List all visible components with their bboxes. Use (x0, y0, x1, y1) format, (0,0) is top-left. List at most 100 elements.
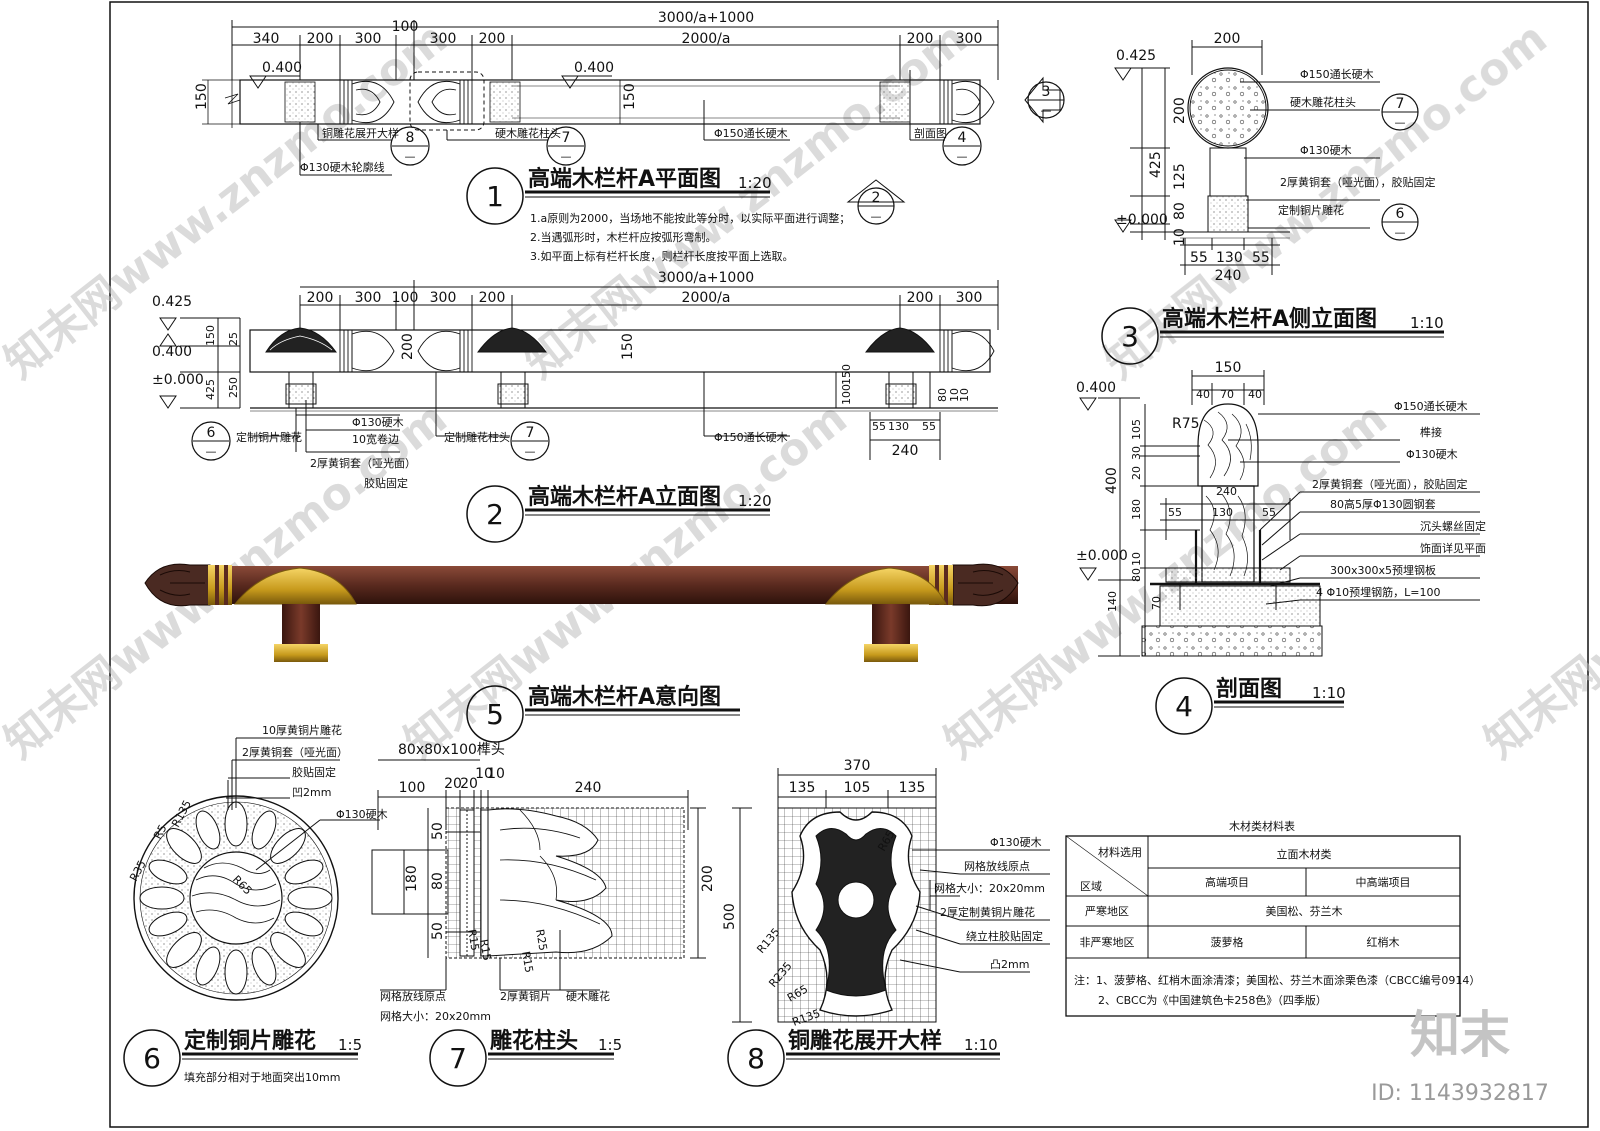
svg-text:200: 200 (907, 290, 934, 306)
svg-text:R5: R5 (151, 822, 169, 841)
material-table (1065, 835, 1461, 1017)
svg-text:200: 200 (400, 333, 416, 360)
svg-text:8: 8 (406, 130, 415, 146)
svg-text:1:20: 1:20 (738, 492, 772, 510)
svg-text:0.400: 0.400 (152, 344, 192, 360)
section-view (1079, 370, 1480, 735)
svg-text:2厚定制黄铜片雕花: 2厚定制黄铜片雕花 (940, 905, 1035, 919)
svg-text:立面木材类: 立面木材类 (1277, 847, 1332, 861)
svg-text:R25: R25 (533, 928, 550, 952)
svg-text:80: 80 (936, 388, 949, 402)
view1-number: 1 (486, 180, 504, 213)
svg-text:网格放线原点: 网格放线原点 (380, 989, 446, 1003)
svg-text:425: 425 (1148, 151, 1164, 178)
svg-text:150: 150 (620, 333, 636, 360)
svg-text:200: 200 (1172, 97, 1188, 124)
svg-text:2厚黄铜套（哑光面）: 2厚黄铜套（哑光面） (242, 745, 348, 759)
svg-text:20: 20 (460, 776, 478, 792)
svg-text:200: 200 (307, 290, 334, 306)
svg-text:100: 100 (392, 19, 419, 35)
svg-text:10: 10 (1130, 552, 1143, 566)
svg-text:370: 370 (844, 758, 871, 774)
svg-text:—: — (405, 150, 416, 163)
svg-text:10: 10 (948, 388, 961, 402)
svg-text:1:10: 1:10 (1312, 684, 1346, 702)
svg-text:0.400: 0.400 (1076, 380, 1116, 396)
svg-text:500: 500 (722, 903, 738, 930)
svg-text:125: 125 (1172, 163, 1188, 190)
svg-text:240: 240 (1215, 268, 1242, 284)
svg-text:10: 10 (1172, 228, 1188, 246)
svg-text:3000/a+1000: 3000/a+1000 (658, 10, 754, 26)
elevation-text: 200 300 100 300 200 2000/a 200 300 3000/… (152, 270, 982, 531)
svg-text:135: 135 (789, 780, 816, 796)
svg-text:240: 240 (1216, 485, 1237, 498)
svg-text:Φ130硬木: Φ130硬木 (1406, 448, 1458, 461)
copper-text: 10厚黄铜片雕花 2厚黄铜套（哑光面） 胶贴固定 凹2mm Φ130硬木 R13… (127, 723, 387, 1084)
copper-footnote: 填充部分相对于地面突出10mm (184, 1070, 340, 1084)
svg-text:2: 2 (872, 190, 881, 206)
svg-text:0.400: 0.400 (574, 60, 614, 76)
svg-text:R75: R75 (1172, 416, 1200, 432)
rendering-view (144, 563, 1019, 662)
svg-text:2厚黄铜套（哑光面），胶贴固定: 2厚黄铜套（哑光面），胶贴固定 (1280, 175, 1436, 189)
svg-text:硬木雕花柱头: 硬木雕花柱头 (495, 126, 561, 140)
svg-text:8: 8 (747, 1042, 765, 1075)
flower-view (727, 768, 1050, 1087)
svg-text:2: 2 (486, 498, 504, 531)
elevation-view (159, 280, 999, 543)
svg-text:40: 40 (1248, 388, 1262, 401)
svg-text:2厚黄铜套（哑光面），胶贴固定: 2厚黄铜套（哑光面），胶贴固定 (1312, 477, 1468, 491)
svg-text:定制铜片雕花: 定制铜片雕花 (1278, 203, 1344, 217)
view3-title: 高端木栏杆A侧立面图 (1162, 306, 1377, 332)
svg-text:Φ130硬木: Φ130硬木 (352, 416, 404, 429)
svg-text:250: 250 (227, 377, 240, 398)
svg-text:1:5: 1:5 (598, 1036, 622, 1054)
svg-text:55: 55 (922, 420, 936, 433)
svg-text:7: 7 (449, 1042, 467, 1075)
svg-text:±0.000: ±0.000 (1076, 548, 1128, 564)
view1-title: 高端木栏杆A平面图 (528, 166, 721, 192)
svg-text:—: — (871, 210, 882, 223)
svg-text:2厚黄铜片: 2厚黄铜片 (500, 989, 551, 1003)
svg-text:4: 4 (958, 130, 967, 146)
svg-text:340: 340 (253, 31, 280, 47)
sheet-border (109, 1, 1589, 1128)
svg-text:3: 3 (1042, 84, 1051, 100)
svg-text:55: 55 (1190, 250, 1208, 266)
head-view (371, 759, 706, 1087)
svg-text:10: 10 (487, 766, 505, 782)
svg-text:0.400: 0.400 (262, 60, 302, 76)
view8-title: 铜雕花展开大样 (788, 1028, 942, 1054)
svg-text:55: 55 (1168, 506, 1182, 519)
svg-text:2000/a: 2000/a (682, 31, 731, 47)
svg-text:150: 150 (840, 364, 853, 385)
svg-text:菠萝格: 菠萝格 (1211, 935, 1244, 949)
svg-text:55: 55 (1252, 250, 1270, 266)
svg-text:—: — (1041, 104, 1052, 117)
svg-text:0.425: 0.425 (152, 294, 192, 310)
svg-text:50: 50 (430, 922, 446, 940)
svg-text:200: 200 (479, 31, 506, 47)
svg-text:300: 300 (355, 31, 382, 47)
svg-text:70: 70 (1220, 388, 1234, 401)
svg-text:红梢木: 红梢木 (1367, 935, 1400, 949)
svg-text:Φ130硬木轮廓线: Φ130硬木轮廓线 (300, 160, 385, 174)
svg-text:6: 6 (143, 1042, 161, 1075)
svg-text:Φ130硬木: Φ130硬木 (336, 808, 388, 821)
svg-text:沉头螺丝固定: 沉头螺丝固定 (1420, 519, 1486, 533)
svg-text:10厚黄铜片雕花: 10厚黄铜片雕花 (262, 723, 342, 737)
svg-text:1:10: 1:10 (964, 1036, 998, 1054)
svg-text:150: 150 (194, 83, 210, 110)
svg-text:7: 7 (526, 425, 535, 441)
svg-text:300: 300 (430, 290, 457, 306)
view5-number: 5 (486, 698, 504, 731)
svg-text:300: 300 (956, 31, 983, 47)
svg-text:200: 200 (700, 865, 716, 892)
svg-text:凹2mm: 凹2mm (292, 786, 331, 799)
svg-text:网格大小：20x20mm: 网格大小：20x20mm (380, 1009, 491, 1023)
svg-text:30: 30 (1130, 446, 1143, 460)
svg-text:Φ150通长硬木: Φ150通长硬木 (1394, 400, 1468, 413)
svg-text:10宽卷边: 10宽卷边 (352, 432, 399, 446)
svg-text:2000/a: 2000/a (682, 290, 731, 306)
